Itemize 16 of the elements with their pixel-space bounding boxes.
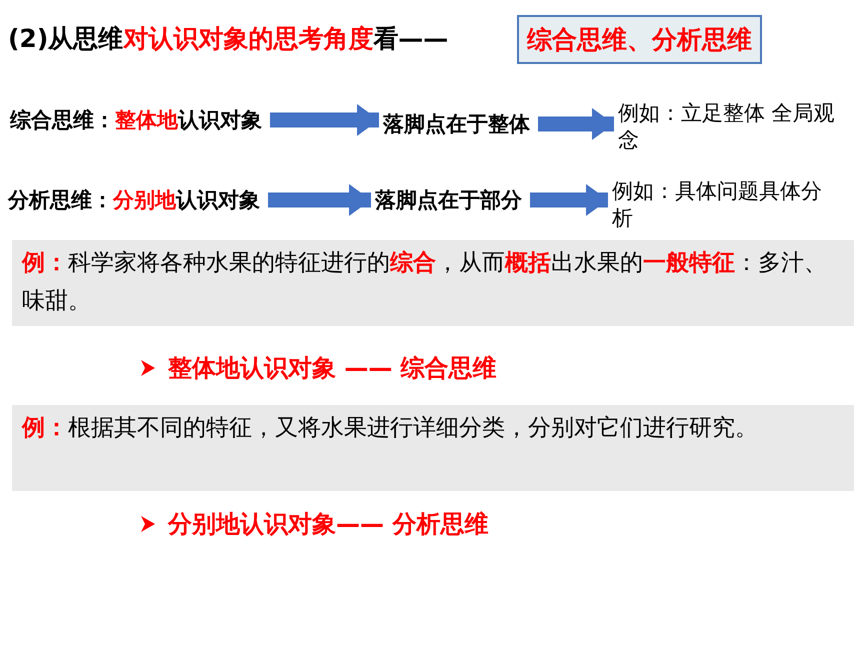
title-box: 综合思维、分析思维 <box>517 15 762 64</box>
focus-text: 落脚点在于部分 <box>375 186 522 214</box>
example-panel: 例：科学家将各种水果的特征进行的综合，从而概括出水果的一般特征：多汁、味甜。 <box>12 240 854 326</box>
concept-text: 分析思维：分别地认识对象 <box>8 186 260 214</box>
example-panel: 例：根据其不同的特征，又将水果进行详细分类，分别对它们进行研究。 <box>12 405 854 491</box>
block-arrow <box>270 104 379 136</box>
example-text: 例如：立足整体 全局观念 <box>618 100 848 154</box>
concept-text: 综合思维：整体地认识对象 <box>10 106 262 134</box>
slide-title: (2)从思维对认识对象的思考角度看—— <box>8 23 448 55</box>
block-arrow <box>268 184 371 216</box>
conclusion-text: 分别地认识对象—— 分析思维 <box>168 509 488 540</box>
example-text: 例如：具体问题具体分析 <box>612 178 842 232</box>
conclusion-text: 整体地认识对象 —— 综合思维 <box>168 353 497 384</box>
block-arrow <box>530 184 608 216</box>
block-arrow <box>538 108 614 140</box>
focus-text: 落脚点在于整体 <box>383 110 530 138</box>
